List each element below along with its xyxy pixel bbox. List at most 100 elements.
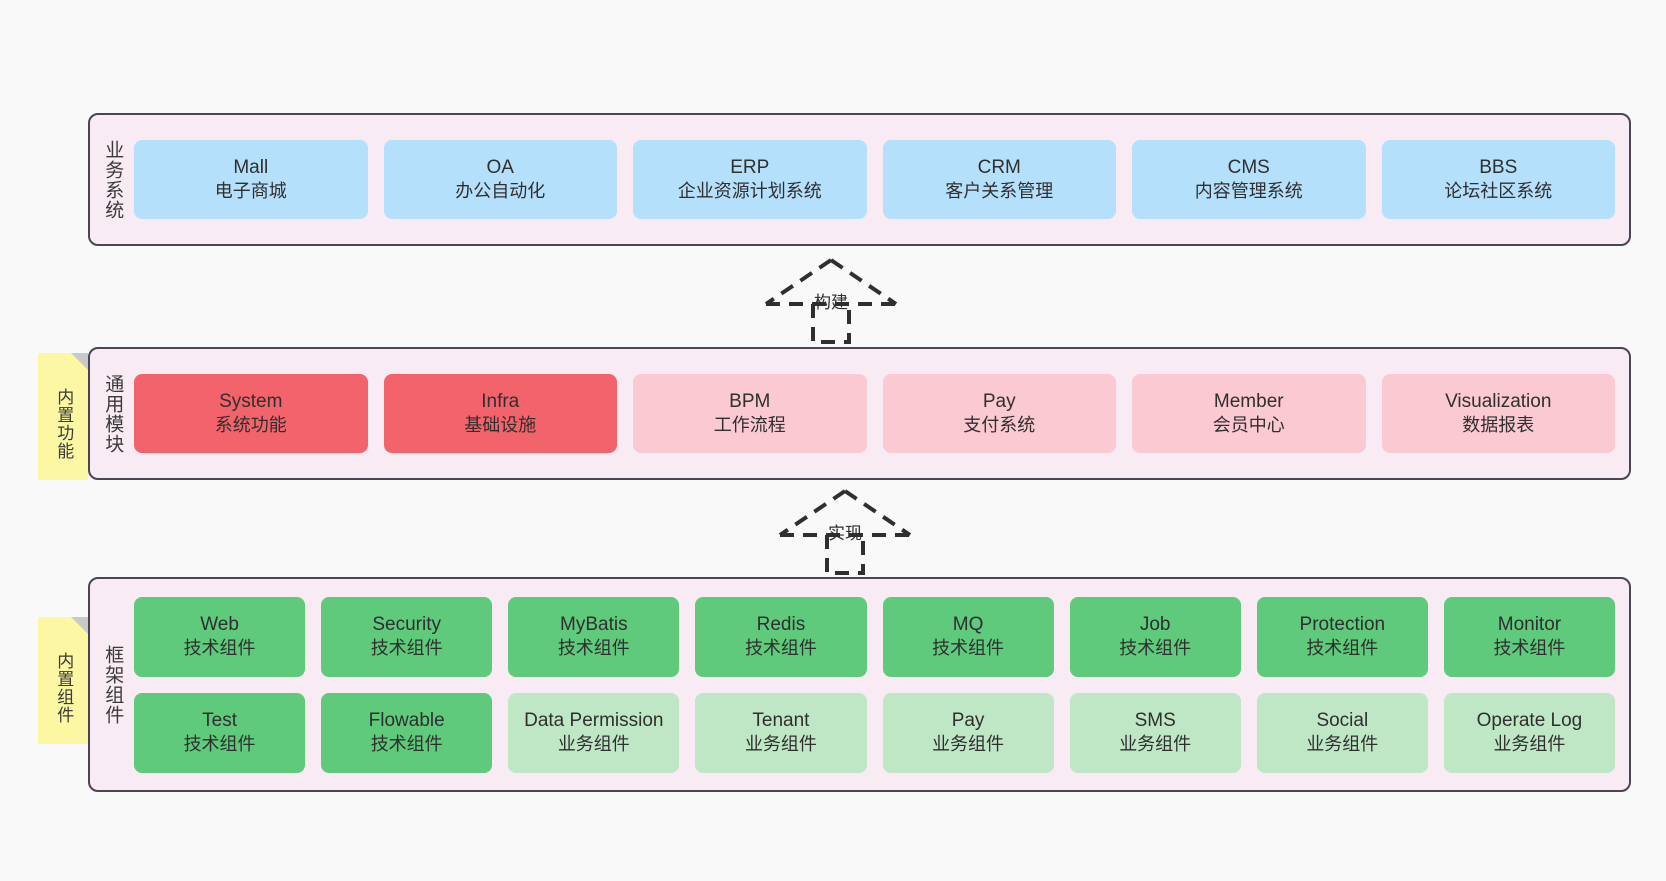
- card-visualization[interactable]: Visualization 数据报表: [1381, 374, 1615, 453]
- card-protection[interactable]: Protection 技术组件: [1256, 596, 1428, 677]
- card-title: OA: [486, 157, 514, 179]
- card-subtitle: 论坛社区系统: [1444, 181, 1553, 202]
- card-pay-module[interactable]: Pay 支付系统: [882, 374, 1116, 453]
- card-subtitle: 业务组件: [744, 734, 817, 755]
- layer-framework-body: Web 技术组件 Security 技术组件 MyBatis 技术组件 Redi…: [134, 579, 1629, 790]
- card-title: CMS: [1227, 157, 1270, 179]
- card-subtitle: 业务组件: [1306, 734, 1379, 755]
- card-erp[interactable]: ERP 企业资源计划系统: [633, 140, 867, 219]
- card-bbs[interactable]: BBS 论坛社区系统: [1381, 140, 1615, 219]
- card-title: Job: [1139, 614, 1171, 636]
- card-title: Infra: [481, 391, 520, 413]
- card-subtitle: 技术组件: [1493, 638, 1566, 659]
- card-title: Tenant: [752, 710, 810, 732]
- card-title: SMS: [1134, 710, 1176, 732]
- card-title: Monitor: [1497, 614, 1562, 636]
- card-subtitle: 业务组件: [557, 734, 630, 755]
- card-operate-log[interactable]: Operate Log 业务组件: [1443, 692, 1615, 773]
- card-title: ERP: [730, 157, 770, 179]
- card-subtitle: 技术组件: [1306, 638, 1379, 659]
- card-title: Redis: [756, 614, 806, 636]
- card-data-permission[interactable]: Data Permission 业务组件: [508, 692, 680, 773]
- dashed-generalization-arrow-icon: [764, 258, 898, 344]
- sticky-note-builtin-components: 内置组件: [38, 617, 88, 744]
- layer-framework-components: 框架组件 Web 技术组件 Security 技术组件 MyBatis 技术组件…: [88, 577, 1631, 792]
- card-title: Member: [1213, 391, 1284, 413]
- card-subtitle: 系统功能: [214, 415, 287, 436]
- card-test[interactable]: Test 技术组件: [134, 692, 306, 773]
- card-subtitle: 业务组件: [1119, 734, 1192, 755]
- card-subtitle: 客户关系管理: [945, 181, 1054, 202]
- card-subtitle: 技术组件: [1119, 638, 1192, 659]
- card-web[interactable]: Web 技术组件: [134, 596, 306, 677]
- card-title: Protection: [1299, 614, 1386, 636]
- modules-card-row: System 系统功能 Infra 基础设施 BPM 工作流程 Pay 支付系统…: [134, 374, 1615, 453]
- layer-business-title: 业务系统: [102, 139, 124, 220]
- card-title: CRM: [977, 157, 1021, 179]
- sticky-note-builtin-features: 内置功能: [38, 353, 88, 480]
- card-title: System: [219, 391, 283, 413]
- card-subtitle: 内容管理系统: [1194, 181, 1303, 202]
- card-title: Pay: [982, 391, 1016, 413]
- card-subtitle: 数据报表: [1462, 415, 1535, 436]
- card-bpm[interactable]: BPM 工作流程: [633, 374, 867, 453]
- card-title: MQ: [952, 614, 984, 636]
- layer-common-modules: 通用模块 System 系统功能 Infra 基础设施 BPM 工作流程 Pay…: [88, 347, 1631, 480]
- card-subtitle: 办公自动化: [455, 181, 546, 202]
- card-title: Flowable: [368, 710, 445, 732]
- card-title: Pay: [951, 710, 985, 732]
- layer-business-systems: 业务系统 Mall 电子商城 OA 办公自动化 ERP 企业资源计划系统 CRM…: [88, 113, 1631, 246]
- card-title: BBS: [1479, 157, 1518, 179]
- card-subtitle: 支付系统: [963, 415, 1036, 436]
- card-subtitle: 工作流程: [713, 415, 786, 436]
- card-mall[interactable]: Mall 电子商城: [134, 140, 368, 219]
- card-flowable[interactable]: Flowable 技术组件: [321, 692, 493, 773]
- card-cms[interactable]: CMS 内容管理系统: [1132, 140, 1366, 219]
- card-subtitle: 基础设施: [464, 415, 537, 436]
- card-security[interactable]: Security 技术组件: [321, 596, 493, 677]
- card-title: BPM: [729, 391, 771, 413]
- card-title: Security: [372, 614, 441, 636]
- card-sms[interactable]: SMS 业务组件: [1069, 692, 1241, 773]
- framework-biz-row: Test 技术组件 Flowable 技术组件 Data Permission …: [134, 692, 1615, 773]
- card-monitor[interactable]: Monitor 技术组件: [1443, 596, 1615, 677]
- card-subtitle: 技术组件: [932, 638, 1005, 659]
- card-subtitle: 技术组件: [744, 638, 817, 659]
- card-subtitle: 业务组件: [1493, 734, 1566, 755]
- connector-build: 构建: [756, 256, 906, 346]
- card-mq[interactable]: MQ 技术组件: [882, 596, 1054, 677]
- card-subtitle: 技术组件: [183, 638, 256, 659]
- card-member[interactable]: Member 会员中心: [1132, 374, 1366, 453]
- card-pay-component[interactable]: Pay 业务组件: [882, 692, 1054, 773]
- layer-business-body: Mall 电子商城 OA 办公自动化 ERP 企业资源计划系统 CRM 客户关系…: [134, 115, 1629, 244]
- dashed-generalization-arrow-icon: [778, 489, 912, 575]
- card-subtitle: 业务组件: [932, 734, 1005, 755]
- card-social[interactable]: Social 业务组件: [1256, 692, 1428, 773]
- card-title: Social: [1316, 710, 1369, 732]
- card-subtitle: 技术组件: [370, 734, 443, 755]
- card-mybatis[interactable]: MyBatis 技术组件: [508, 596, 680, 677]
- card-subtitle: 会员中心: [1212, 415, 1285, 436]
- card-tenant[interactable]: Tenant 业务组件: [695, 692, 867, 773]
- card-title: Web: [200, 614, 239, 636]
- card-system[interactable]: System 系统功能: [134, 374, 368, 453]
- business-card-row: Mall 电子商城 OA 办公自动化 ERP 企业资源计划系统 CRM 客户关系…: [134, 140, 1615, 219]
- card-infra[interactable]: Infra 基础设施: [383, 374, 617, 453]
- card-redis[interactable]: Redis 技术组件: [695, 596, 867, 677]
- card-subtitle: 电子商城: [214, 181, 287, 202]
- card-subtitle: 企业资源计划系统: [677, 181, 822, 202]
- card-crm[interactable]: CRM 客户关系管理: [882, 140, 1116, 219]
- card-subtitle: 技术组件: [183, 734, 256, 755]
- card-subtitle: 技术组件: [557, 638, 630, 659]
- card-job[interactable]: Job 技术组件: [1069, 596, 1241, 677]
- framework-tech-row: Web 技术组件 Security 技术组件 MyBatis 技术组件 Redi…: [134, 596, 1615, 677]
- connector-build-label: 构建: [814, 293, 848, 312]
- layer-modules-title: 通用模块: [102, 373, 124, 454]
- card-title: Operate Log: [1476, 710, 1583, 732]
- card-oa[interactable]: OA 办公自动化: [383, 140, 617, 219]
- connector-realize: 实现: [770, 487, 920, 577]
- card-title: Data Permission: [524, 710, 664, 732]
- card-title: Mall: [233, 157, 269, 179]
- card-title: Visualization: [1445, 391, 1552, 413]
- layer-modules-body: System 系统功能 Infra 基础设施 BPM 工作流程 Pay 支付系统…: [134, 349, 1629, 478]
